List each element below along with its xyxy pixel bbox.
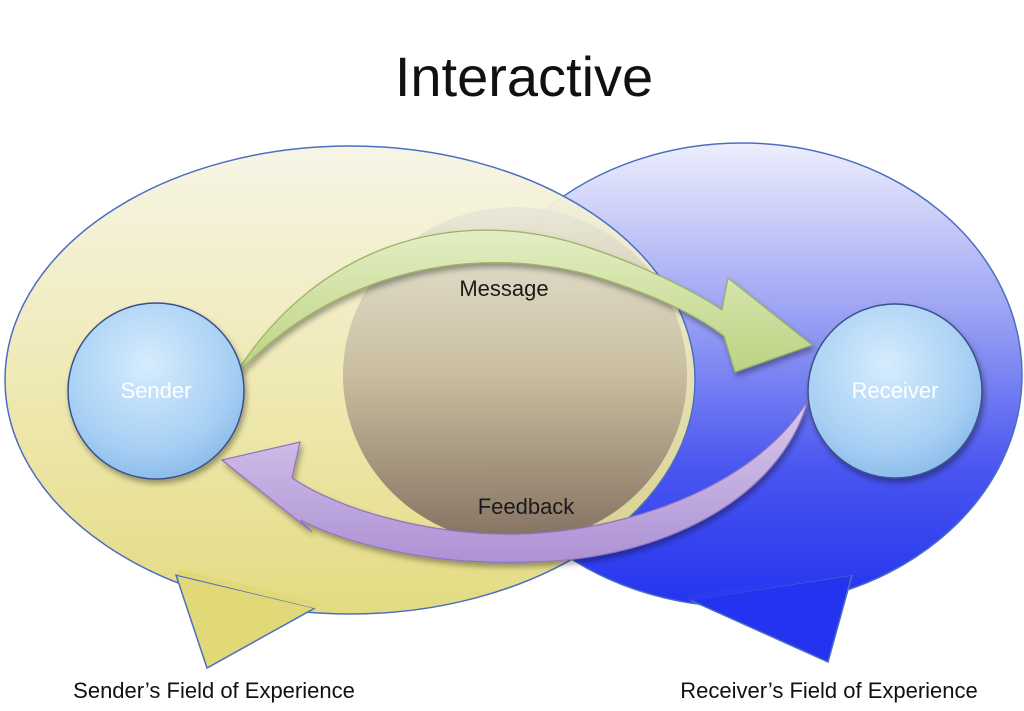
- feedback-arrow: [220, 399, 809, 564]
- receiver-label: Receiver: [852, 378, 939, 403]
- message-label: Message: [459, 276, 548, 301]
- message-arrow: [231, 229, 814, 381]
- diagram-title: Interactive: [395, 45, 653, 108]
- receiver-node: Receiver: [807, 303, 983, 479]
- shared-experience-overlap: [343, 207, 687, 543]
- sender-label: Sender: [121, 378, 192, 403]
- receiver-field-caption: Receiver’s Field of Experience: [680, 678, 978, 703]
- feedback-label: Feedback: [478, 494, 576, 519]
- sender-node: Sender: [67, 302, 245, 480]
- sender-field-caption: Sender’s Field of Experience: [73, 678, 355, 703]
